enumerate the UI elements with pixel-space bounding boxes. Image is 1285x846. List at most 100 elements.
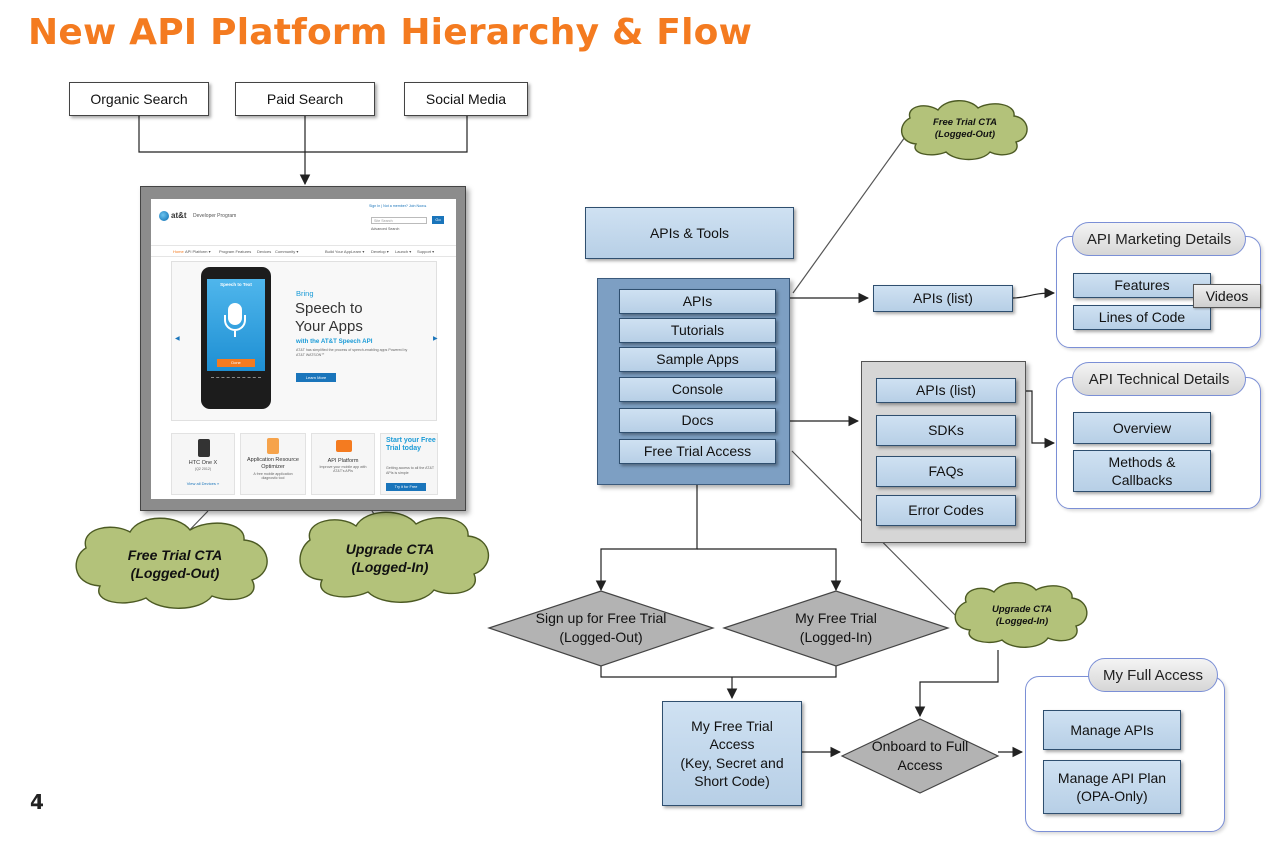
api-technical-title-tab: API Technical Details bbox=[1072, 362, 1246, 396]
cloud-top-free-trial-text: Free Trial CTA (Logged-Out) bbox=[915, 117, 1015, 141]
console-item: Console bbox=[619, 377, 776, 402]
free-trial-heading: Start your Free Trial today bbox=[386, 437, 436, 453]
onboard-line2: Access bbox=[897, 756, 943, 773]
carousel-prev-icon[interactable]: ◀ bbox=[175, 336, 180, 342]
product-card-aro[interactable]: Application Resource Optimizer A free mo… bbox=[240, 433, 306, 495]
cloud-upgrade-left-line1: Upgrade CTA bbox=[345, 541, 435, 557]
hero-subtitle: with the AT&T Speech API bbox=[296, 338, 373, 345]
free-trial-desc: Getting access to all the AT&T APIs is s… bbox=[386, 466, 435, 475]
try-free-button[interactable]: Try it for Free bbox=[386, 483, 426, 491]
cloud-upgrade-right bbox=[954, 582, 1088, 648]
onboard-line1: Onboard to Full bbox=[871, 738, 969, 754]
cloud-left-line2: (Logged-Out) bbox=[130, 564, 220, 581]
lines-of-code-label: Lines of Code bbox=[1098, 309, 1186, 326]
apis-tools-label: APIs & Tools bbox=[649, 224, 730, 241]
nav-launch[interactable]: Launch ▾ bbox=[395, 249, 412, 254]
docs-apis-list: APIs (list) bbox=[876, 378, 1016, 403]
apis-tools-header: APIs & Tools bbox=[585, 207, 794, 259]
sdks-box: SDKs bbox=[876, 415, 1016, 446]
connector-free-trial-branch bbox=[595, 463, 842, 592]
nav-develop[interactable]: Develop ▾ bbox=[371, 249, 389, 254]
developer-program-label: Developer Program bbox=[193, 213, 237, 219]
diamond-signup bbox=[487, 590, 715, 667]
product-card-free-trial[interactable]: Start your Free Trial today Getting acce… bbox=[380, 433, 438, 495]
nav-home[interactable]: Home bbox=[173, 249, 184, 254]
product-card-htc[interactable]: HTC One X (Q2 2012) View all Devices » bbox=[171, 433, 235, 495]
phone-done-button: Done bbox=[217, 359, 255, 367]
att-brand: at&t bbox=[171, 211, 187, 220]
mfta-line2: Access bbox=[709, 736, 755, 753]
sample-apps-item-label: Sample Apps bbox=[656, 351, 739, 368]
my-trial-decision-text: My Free Trial (Logged-In) bbox=[746, 609, 926, 647]
connector-traffic bbox=[138, 116, 468, 186]
signup-line2: (Logged-Out) bbox=[559, 628, 643, 645]
nav-bar bbox=[151, 245, 456, 257]
cloud-upgrade-right-line1: Upgrade CTA bbox=[992, 604, 1052, 615]
nav-program-features[interactable]: Program Features bbox=[219, 249, 252, 254]
nav-support[interactable]: Support ▾ bbox=[417, 249, 435, 254]
cloud-shapes bbox=[75, 100, 1088, 648]
cloud-upgrade-right-line2: (Logged-In) bbox=[995, 615, 1049, 627]
console-item-label: Console bbox=[671, 381, 724, 398]
view-all-devices-link[interactable]: View all Devices » bbox=[186, 481, 220, 486]
apis-item: APIs bbox=[619, 289, 776, 314]
product-card-api-title: API Platform bbox=[327, 458, 359, 464]
advanced-search-link[interactable]: Advanced Search bbox=[371, 227, 400, 231]
methods-label-line1: Methods & bbox=[1108, 453, 1176, 470]
full-access-title: My Full Access bbox=[1102, 666, 1204, 684]
hero-line-1: Speech to bbox=[295, 300, 363, 317]
diamond-my-trial bbox=[722, 590, 950, 667]
faqs-box: FAQs bbox=[876, 456, 1016, 487]
hero-body: AT&T has simplified the process of speec… bbox=[296, 348, 408, 358]
hero-learn-more-button[interactable]: Learn More bbox=[296, 373, 336, 382]
organic-search-box: Organic Search bbox=[69, 82, 209, 116]
phone-device: Speech to Text Done bbox=[201, 267, 271, 409]
product-card-aro-title: Application Resource Optimizer bbox=[247, 457, 299, 470]
api-marketing-title: API Marketing Details bbox=[1086, 230, 1232, 248]
free-trial-access-item: Free Trial Access bbox=[619, 439, 776, 464]
htc-phone-icon bbox=[198, 439, 210, 457]
nav-build-your-app[interactable]: Build Your App bbox=[325, 249, 352, 254]
decision-shapes bbox=[487, 590, 1000, 794]
top-links[interactable]: Sign In | Not a member? Join Now ▸ bbox=[369, 204, 427, 208]
mfta-line1: My Free Trial bbox=[691, 718, 773, 735]
faqs-label: FAQs bbox=[928, 463, 964, 480]
nav-devices[interactable]: Devices bbox=[257, 249, 272, 254]
cloud-top-free-trial bbox=[901, 100, 1028, 161]
my-trial-line2: (Logged-In) bbox=[799, 628, 873, 645]
docs-item-label: Docs bbox=[681, 412, 714, 429]
product-card-api-platform[interactable]: API Platform Improve your mobile app wit… bbox=[311, 433, 375, 495]
overview-label: Overview bbox=[1112, 419, 1172, 436]
error-codes-box: Error Codes bbox=[876, 495, 1016, 526]
cloud-left-free-trial bbox=[75, 517, 268, 609]
videos-label: Videos bbox=[1205, 288, 1249, 304]
carousel-next-icon[interactable]: ▶ bbox=[433, 336, 438, 342]
cloud-top-line1: Free Trial CTA bbox=[932, 117, 998, 128]
cloud-upgrade-left bbox=[299, 511, 490, 603]
site-search-input[interactable]: Site Search bbox=[371, 217, 427, 224]
site-search-button[interactable]: Go bbox=[432, 216, 444, 224]
overview-box: Overview bbox=[1073, 412, 1211, 444]
tutorials-item: Tutorials bbox=[619, 318, 776, 343]
my-free-trial-access-box: My Free Trial Access (Key, Secret and Sh… bbox=[662, 701, 802, 806]
manage-apis-label: Manage APIs bbox=[1070, 721, 1154, 738]
social-media-label: Social Media bbox=[425, 91, 507, 107]
apis-item-label: APIs bbox=[682, 293, 713, 310]
social-media-box: Social Media bbox=[404, 82, 528, 116]
page-number: 4 bbox=[30, 790, 44, 814]
nav-learn[interactable]: Learn ▾ bbox=[351, 249, 365, 254]
cloud-left-line1: Free Trial CTA bbox=[127, 547, 223, 563]
tutorials-item-label: Tutorials bbox=[670, 322, 725, 339]
videos-chip: Videos bbox=[1193, 284, 1261, 308]
nav-community[interactable]: Community ▾ bbox=[275, 249, 299, 254]
apis-list-marketing-label: APIs (list) bbox=[913, 290, 973, 307]
paid-search-box: Paid Search bbox=[235, 82, 375, 116]
features-label: Features bbox=[1114, 277, 1170, 294]
nav-api-platform[interactable]: API Platform ▾ bbox=[185, 249, 211, 254]
website-screenshot: at&t Developer Program Sign In | Not a m… bbox=[140, 186, 466, 511]
organic-search-label: Organic Search bbox=[90, 91, 188, 107]
diamond-onboard bbox=[840, 718, 1000, 794]
signup-line1: Sign up for Free Trial bbox=[535, 610, 667, 626]
mfta-line4: Short Code) bbox=[694, 772, 770, 789]
product-card-htc-title: HTC One X bbox=[188, 460, 218, 466]
